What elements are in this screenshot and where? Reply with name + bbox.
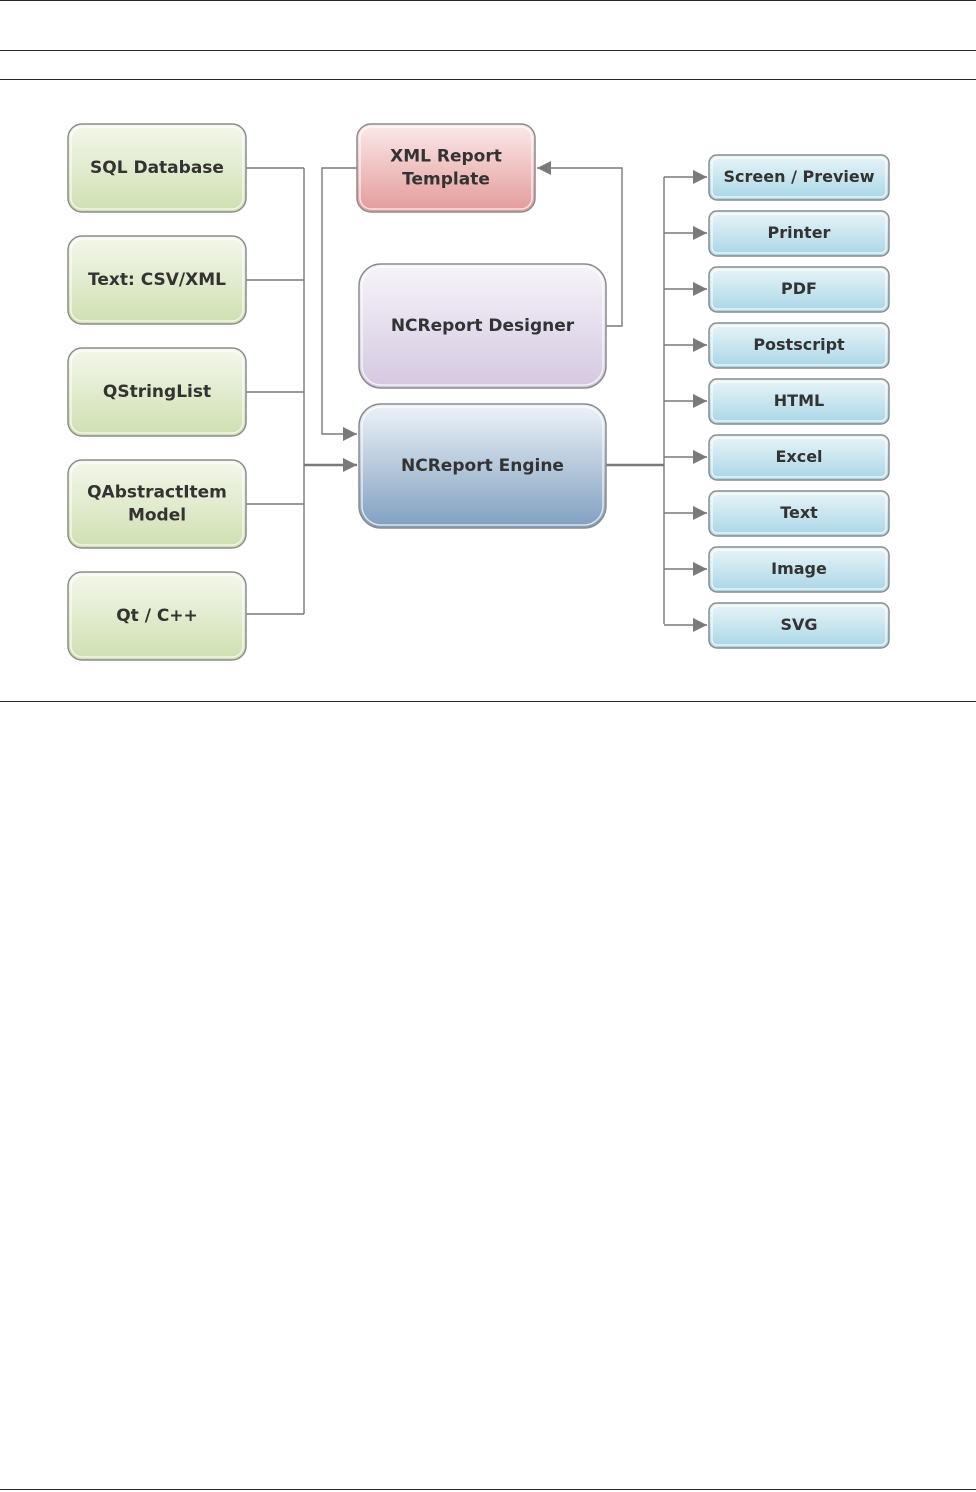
ncreport-designer-highlight (361, 266, 604, 386)
ncreport-engine-label: NCReport Engine (401, 456, 564, 476)
source-2: Text: CSV/XML (67, 235, 247, 325)
output-5-highlight (711, 381, 887, 422)
ncreport-designer-box (358, 263, 607, 389)
output-4: Postscript (708, 322, 890, 369)
output-8-highlight (711, 549, 887, 590)
source-2-label: Text: CSV/XML (88, 270, 226, 290)
output-5-label: HTML (774, 391, 824, 410)
source-1: SQL Database (67, 123, 247, 213)
source-4-highlight (70, 462, 244, 546)
ncreport-designer: NCReport Designer (358, 263, 607, 389)
designer-to-template-arrow (537, 161, 623, 327)
output-1-box (708, 154, 890, 201)
output-4-box (708, 322, 890, 369)
output-9-box (708, 602, 890, 649)
output-3-box (708, 266, 890, 313)
source-5-highlight (70, 574, 244, 658)
source-5-label: Qt / C++ (116, 606, 198, 626)
output-4-highlight (711, 325, 887, 366)
source-4-label: QAbstractItem (87, 483, 227, 503)
output-7-highlight (711, 493, 887, 534)
output-7-label: Text (780, 503, 818, 522)
output-9: SVG (708, 602, 890, 649)
source-3-label: QStringList (103, 382, 211, 402)
source-5: Qt / C++ (67, 571, 247, 661)
source-3: QStringList (67, 347, 247, 437)
ncreport-engine-box (358, 403, 607, 529)
output-7-box (708, 490, 890, 537)
output-6-highlight (711, 437, 887, 478)
connector-lines (246, 161, 707, 632)
source-3-box (67, 347, 247, 437)
output-7: Text (708, 490, 890, 537)
output-1: Screen / Preview (708, 154, 890, 201)
footer-rule (0, 1489, 976, 1490)
output-1-label: Screen / Preview (724, 167, 875, 186)
output-5-box (708, 378, 890, 425)
output-4-label: Postscript (753, 335, 845, 354)
xml-report-template-label: XML Report (390, 147, 502, 167)
ncreport-engine-highlight (361, 406, 604, 526)
source-1-box (67, 123, 247, 213)
source-3-highlight (70, 350, 244, 434)
header-rule-lower (0, 79, 976, 80)
output-8: Image (708, 546, 890, 593)
output-3-highlight (711, 269, 887, 310)
output-2: Printer (708, 210, 890, 257)
output-6-box (708, 434, 890, 481)
output-8-box (708, 546, 890, 593)
ncreport-engine: NCReport Engine (358, 403, 607, 529)
output-6-label: Excel (775, 447, 822, 466)
output-2-label: Printer (768, 223, 831, 242)
output-5: HTML (708, 378, 890, 425)
figure-bottom-rule (0, 701, 976, 702)
output-6: Excel (708, 434, 890, 481)
source-1-label: SQL Database (90, 158, 224, 178)
source-4-label: Model (128, 506, 186, 526)
xml-report-template-box (356, 123, 536, 213)
output-3-label: PDF (781, 279, 817, 298)
output-2-box (708, 210, 890, 257)
output-8-label: Image (771, 559, 827, 578)
source-2-highlight (70, 238, 244, 322)
header-rule-upper (0, 50, 976, 51)
output-3: PDF (708, 266, 890, 313)
source-1-highlight (70, 126, 244, 210)
xml-report-template-label: Template (402, 170, 490, 190)
source-2-box (67, 235, 247, 325)
xml-report-template-highlight (359, 126, 533, 210)
ncreport-designer-label: NCReport Designer (391, 316, 575, 336)
source-4-box (67, 459, 247, 549)
template-to-engine-arrow (321, 167, 357, 441)
top-rule (0, 0, 976, 1)
output-1-highlight (711, 157, 887, 198)
source-5-box (67, 571, 247, 661)
output-2-highlight (711, 213, 887, 254)
output-9-highlight (711, 605, 887, 646)
output-9-label: SVG (780, 615, 817, 634)
